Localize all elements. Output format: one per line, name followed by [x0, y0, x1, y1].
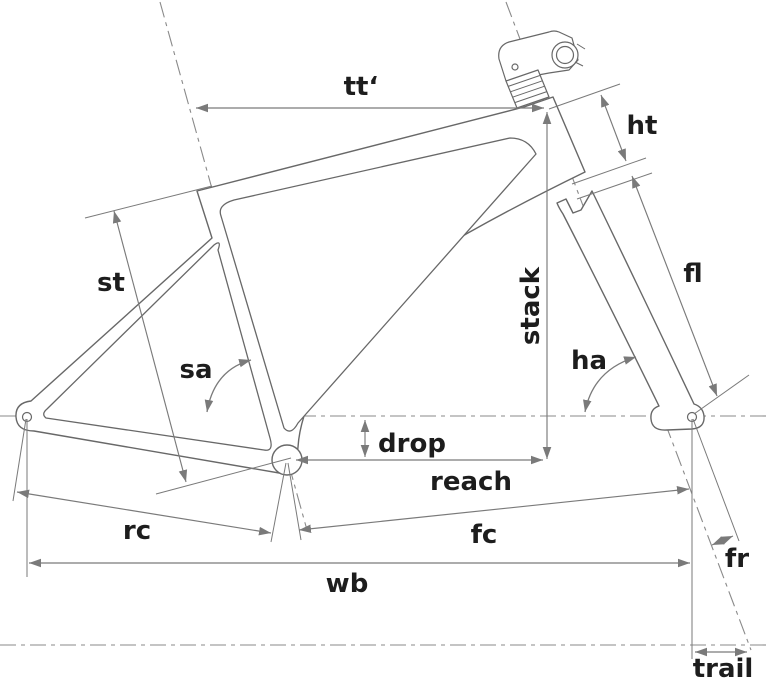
- head-tube-bottom-extension: [571, 157, 647, 185]
- bb-rc-extension: [270, 462, 287, 543]
- label-head-angle: ha: [571, 346, 607, 376]
- st-dimension: [112, 210, 188, 483]
- fork-offset-parallel-line: [692, 418, 740, 542]
- stem-bolt: [511, 63, 519, 71]
- ht-dimension: [600, 94, 627, 162]
- front-axle-perp-extension: [693, 374, 750, 415]
- fr-dimension: [711, 535, 734, 546]
- label-top-tube: tt‘: [344, 72, 379, 102]
- bb-perpendicular-extension: [155, 457, 292, 495]
- label-bb-drop: drop: [378, 429, 446, 459]
- labels: tt‘ ht st sa stack ha fl drop reach fc r…: [97, 72, 753, 684]
- clamp-slit: [574, 43, 586, 67]
- fork: [556, 190, 705, 431]
- ha-angle-arc: [583, 356, 637, 413]
- label-wheelbase: wb: [326, 569, 369, 599]
- steering-axis: [505, 1, 752, 651]
- fc-dimension: [298, 485, 690, 534]
- fork-blade: [556, 190, 705, 431]
- headset-spacers: [505, 69, 550, 109]
- dimension-lines: [16, 94, 747, 657]
- label-rear-center: rc: [123, 516, 151, 546]
- main-triangle-cutout: [219, 137, 537, 432]
- rc-dimension: [16, 489, 272, 536]
- label-head-tube: ht: [627, 111, 658, 141]
- head-tube-top-extension: [548, 83, 621, 110]
- spacer-lines: [508, 74, 547, 104]
- label-fork-length: fl: [683, 259, 702, 289]
- fl-dimension: [631, 175, 718, 397]
- label-front-center: fc: [471, 520, 498, 550]
- label-reach: reach: [430, 467, 512, 497]
- sa-angle-arc: [204, 358, 252, 413]
- rear-axle-rc-extension: [12, 418, 27, 502]
- label-seat-tube: st: [97, 268, 125, 298]
- label-seat-angle: sa: [179, 355, 212, 385]
- label-stack: stack: [516, 266, 546, 345]
- bb-fc-extension: [287, 462, 302, 541]
- handlebar-clamp-inner: [555, 45, 575, 65]
- label-fork-rake: fr: [725, 544, 749, 574]
- fork-crown-extension: [576, 172, 653, 200]
- label-trail: trail: [693, 654, 754, 684]
- top-tube-extension: [84, 185, 213, 219]
- stem-assembly: [498, 30, 586, 109]
